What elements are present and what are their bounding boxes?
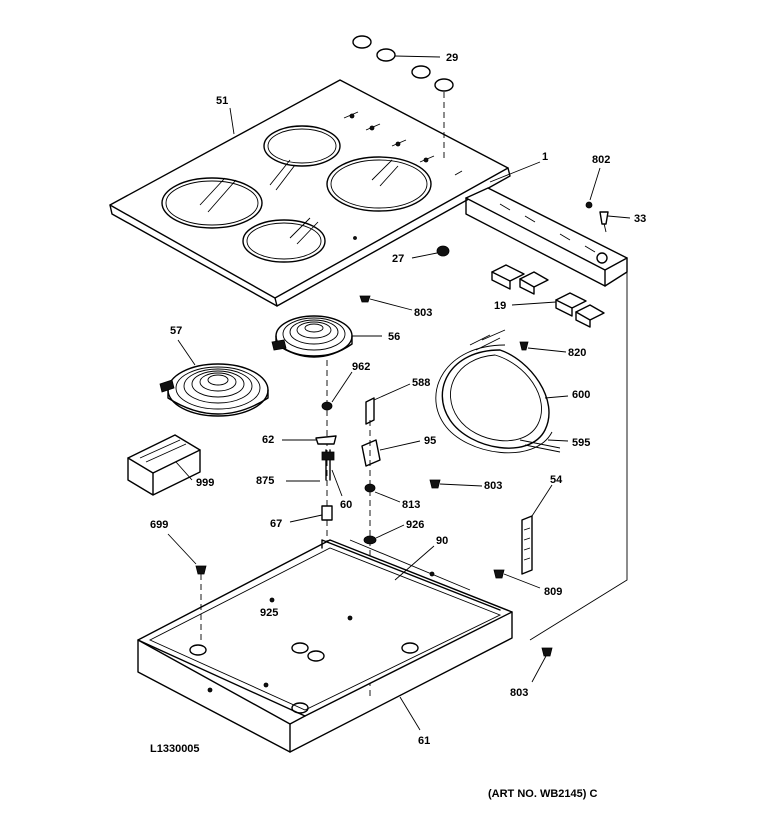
screw-699 xyxy=(167,533,207,644)
art-number: (ART NO. WB2145) C xyxy=(488,788,597,800)
label-56: 56 xyxy=(388,331,400,343)
label-802: 802 xyxy=(592,154,610,166)
label-1: 1 xyxy=(542,151,548,163)
knobs xyxy=(352,35,454,160)
label-925: 925 xyxy=(260,607,278,619)
label-95: 95 xyxy=(424,435,436,447)
drawing-id: L1330005 xyxy=(150,743,200,755)
label-809: 809 xyxy=(544,586,562,598)
leader-51 xyxy=(229,107,235,135)
surface-unit-large xyxy=(159,339,269,417)
label-803-mid: 803 xyxy=(484,480,502,492)
infinite-switches xyxy=(491,264,605,328)
terminal-block xyxy=(127,434,201,496)
label-62: 62 xyxy=(262,434,274,446)
screw-803-top xyxy=(359,295,413,311)
label-27: 27 xyxy=(392,253,404,265)
label-57: 57 xyxy=(170,325,182,337)
cooktop-glass xyxy=(109,79,511,307)
screw-33 xyxy=(599,211,631,225)
label-926: 926 xyxy=(406,519,424,531)
label-67: 67 xyxy=(270,518,282,530)
screw-803-right xyxy=(531,647,553,683)
leader-1 xyxy=(489,161,541,183)
label-803-top: 803 xyxy=(414,307,432,319)
ground-wire xyxy=(529,272,628,641)
label-813: 813 xyxy=(402,499,420,511)
surface-unit-small xyxy=(271,315,382,358)
grommet xyxy=(436,245,450,257)
label-595: 595 xyxy=(572,437,590,449)
leader-802 xyxy=(589,167,601,201)
label-61: 61 xyxy=(418,735,430,747)
label-820: 820 xyxy=(568,347,586,359)
label-699: 699 xyxy=(150,519,168,531)
label-90: 90 xyxy=(436,535,448,547)
label-19: 19 xyxy=(494,300,506,312)
control-housing xyxy=(465,187,628,287)
label-803-bottom: 803 xyxy=(510,687,528,699)
label-51: 51 xyxy=(216,95,228,107)
label-54: 54 xyxy=(550,474,563,486)
label-33: 33 xyxy=(634,213,646,225)
label-600: 600 xyxy=(572,389,590,401)
label-29: 29 xyxy=(446,52,458,64)
label-962: 962 xyxy=(352,361,370,373)
bottom-box xyxy=(137,539,513,753)
mounting-bracket xyxy=(493,484,553,589)
label-875: 875 xyxy=(256,475,274,487)
label-999: 999 xyxy=(196,477,214,489)
wire-harness xyxy=(435,329,569,454)
label-588: 588 xyxy=(412,377,430,389)
label-60: 60 xyxy=(340,499,352,511)
